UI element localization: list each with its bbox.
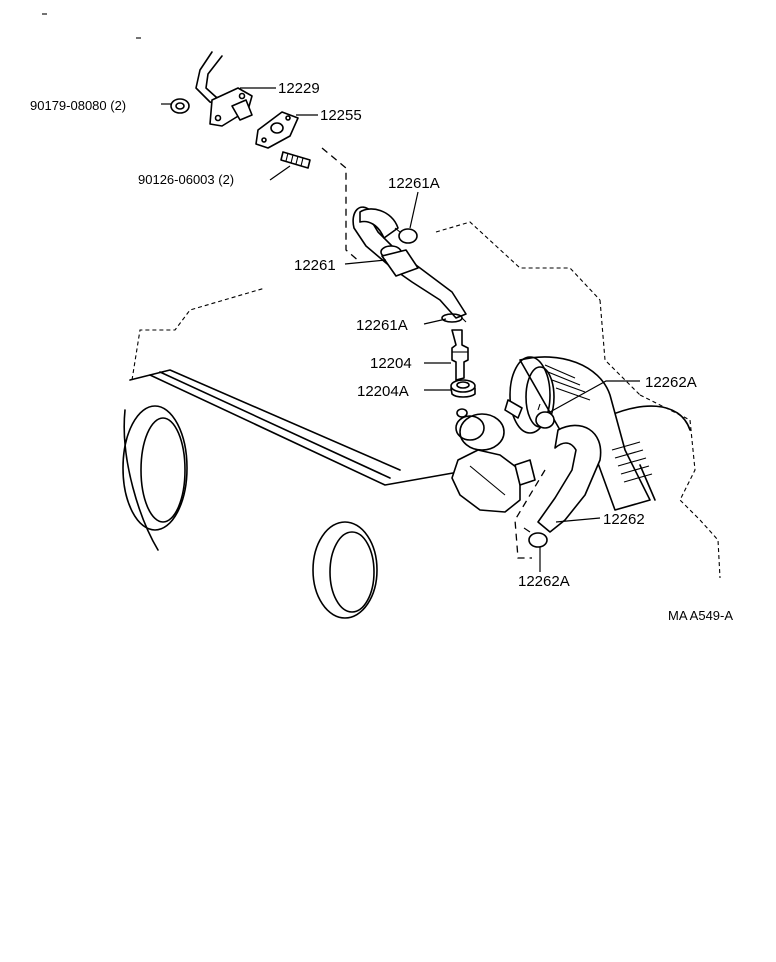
- callout-12262: 12262: [603, 511, 645, 528]
- oil-filler: [451, 408, 536, 513]
- callout-12261A-mid: 12261A: [356, 317, 408, 334]
- callout-labels: 12229 12255 90179-08080 (2) 90126-06003 …: [30, 80, 733, 623]
- part-12261A-clip-mid: [441, 313, 467, 323]
- lower-dashed-line: [514, 469, 546, 559]
- callout-12229: 12229: [278, 80, 320, 97]
- part-12255-gasket: [255, 111, 299, 149]
- callout-12262A-top: 12262A: [645, 374, 697, 391]
- part-12204A-grommet: [450, 379, 476, 398]
- part-12261A-clip-top: [394, 227, 418, 244]
- part-12204-pcv-valve: [451, 329, 469, 381]
- part-12262-hose: [537, 424, 602, 533]
- callout-12261A-top: 12261A: [388, 175, 440, 192]
- part-90126-stud: [280, 151, 311, 169]
- callout-90179-08080: 90179-08080 (2): [30, 98, 126, 113]
- callout-12204: 12204: [370, 355, 412, 372]
- callout-12204A: 12204A: [357, 383, 409, 400]
- engine-outline: [122, 221, 721, 619]
- part-90179-nut: [170, 98, 190, 114]
- part-12229-pipe-bracket: [195, 51, 253, 127]
- part-12262A-clip-top: [535, 403, 555, 429]
- part-12261-hose: [352, 206, 467, 319]
- callout-12261: 12261: [294, 257, 336, 274]
- callout-12262A-bot: 12262A: [518, 573, 570, 590]
- alignment-dashed-line: [321, 147, 361, 263]
- part-12262A-clip-bot: [523, 527, 548, 548]
- leader-lines: [161, 87, 640, 572]
- drawing-code: MA A549-A: [668, 608, 733, 623]
- callout-12255: 12255: [320, 107, 362, 124]
- callout-90126-06003: 90126-06003 (2): [138, 172, 234, 187]
